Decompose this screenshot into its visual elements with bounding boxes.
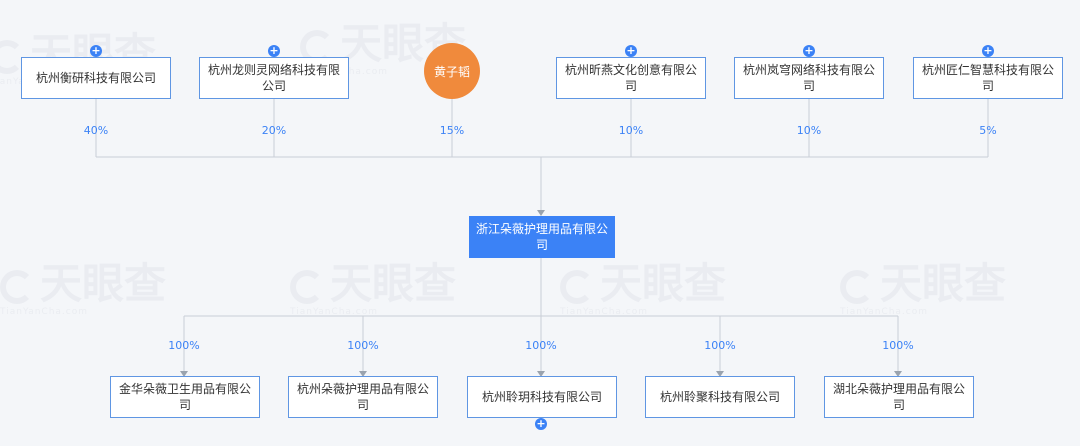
plus-circle-icon[interactable]: + [90,44,102,57]
share-percent: 100% [525,339,557,352]
plus-circle-icon[interactable]: + [625,44,637,57]
subsidiary-name: 杭州朵薇护理用品有限公司 [296,382,429,412]
watermark-logo-icon [0,39,24,74]
subsidiary-node[interactable]: 杭州朵薇护理用品有限公司 [288,376,438,418]
subsidiary-node[interactable]: 金华朵薇卫生用品有限公司 [110,376,260,418]
shareholder-node[interactable]: 杭州衡研科技有限公司 [21,57,171,99]
share-percent: 15% [439,124,465,137]
person-name: 黄子韬 [433,64,470,79]
arrow-down-icon [537,371,545,377]
plus-circle-icon[interactable]: + [803,44,815,57]
subsidiary-node[interactable]: 湖北朵薇护理用品有限公司 [824,376,974,418]
subsidiary-name: 杭州聆玥科技有限公司 [481,390,602,404]
subsidiary-node[interactable]: 杭州聆玥科技有限公司 [467,376,617,418]
shareholder-name: 杭州昕燕文化创意有限公司 [564,63,697,93]
share-percent: 100% [882,339,914,352]
watermark-logo-icon [560,269,594,304]
shareholder-node[interactable]: 杭州昕燕文化创意有限公司 [556,57,706,99]
share-percent: 10% [796,124,822,137]
share-percent: 10% [618,124,644,137]
shareholder-name: 杭州衡研科技有限公司 [35,71,156,85]
arrow-down-icon [894,371,902,377]
share-percent: 100% [168,339,200,352]
watermark-logo-icon [290,269,324,304]
shareholder-name: 杭州匠仁智慧科技有限公司 [921,63,1054,93]
plus-circle-icon[interactable]: + [982,44,994,57]
target-company-node[interactable]: 浙江朵薇护理用品有限公司 [469,216,615,258]
share-percent: 5% [979,124,997,137]
watermark-logo-icon [0,269,34,304]
plus-circle-icon[interactable]: + [268,44,280,57]
watermark-logo-icon [840,269,874,304]
shareholder-node[interactable]: 杭州龙则灵网络科技有限公司 [199,57,349,99]
person-node[interactable]: 黄子韬 [424,43,480,99]
share-percent: 100% [347,339,379,352]
subsidiary-name: 杭州聆聚科技有限公司 [659,390,780,404]
subsidiary-node[interactable]: 杭州聆聚科技有限公司 [645,376,795,418]
share-percent: 20% [261,124,287,137]
share-percent: 40% [83,124,109,137]
arrow-down-icon [537,210,545,216]
plus-circle-icon[interactable]: + [535,417,547,430]
target-company-name: 浙江朵薇护理用品有限公司 [476,222,609,252]
shareholder-node[interactable]: 杭州匠仁智慧科技有限公司 [913,57,1063,99]
subsidiary-name: 湖北朵薇护理用品有限公司 [832,382,965,412]
arrow-down-icon [359,371,367,377]
shareholder-node[interactable]: 杭州岚穹网络科技有限公司 [734,57,884,99]
share-percent: 100% [704,339,736,352]
shareholder-name: 杭州龙则灵网络科技有限公司 [207,63,340,93]
subsidiary-name: 金华朵薇卫生用品有限公司 [118,382,251,412]
shareholder-name: 杭州岚穹网络科技有限公司 [742,63,875,93]
arrow-down-icon [180,371,188,377]
arrow-down-icon [716,371,724,377]
